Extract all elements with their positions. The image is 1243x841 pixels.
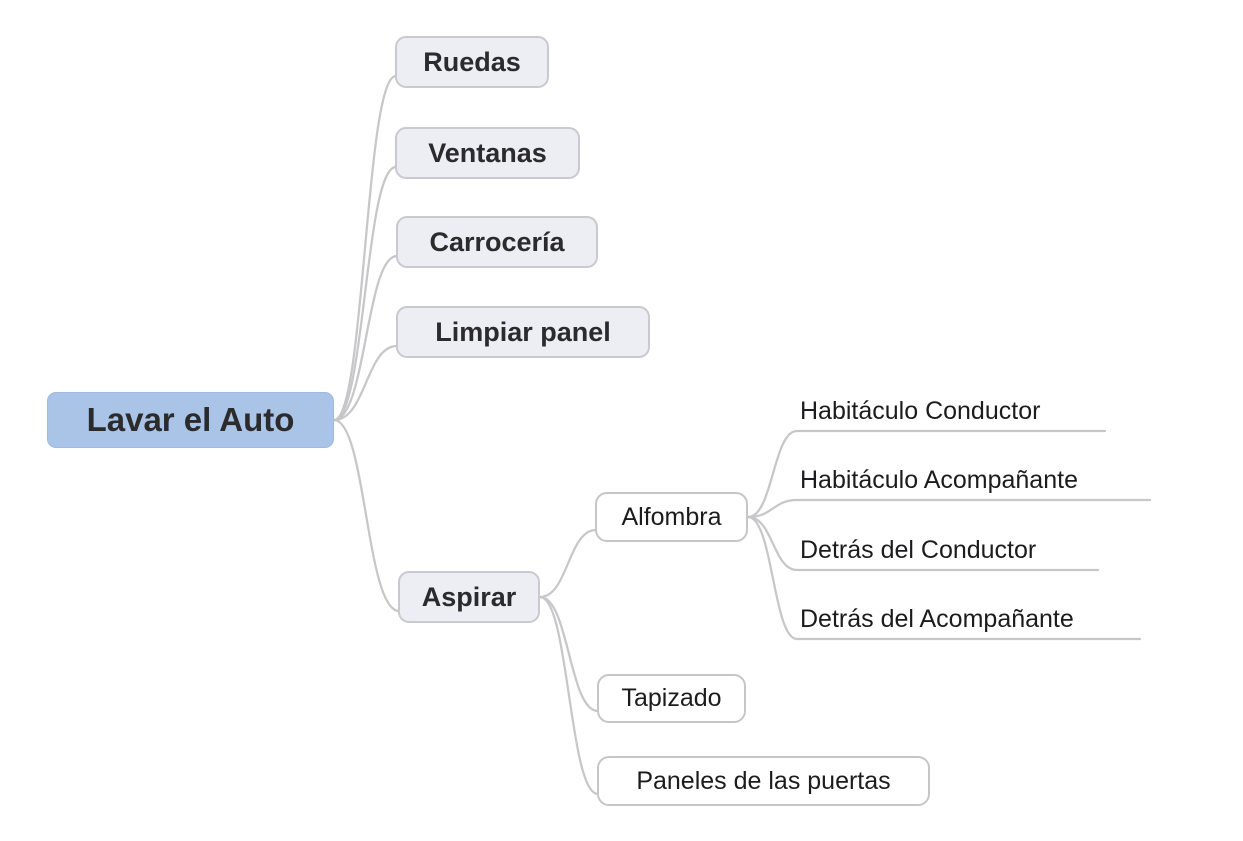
node-carroceria[interactable]: Carrocería: [396, 216, 598, 268]
connector-alfombra-detras-acompanante: [746, 515, 1142, 641]
node-detras-del-conductor[interactable]: Detrás del Conductor: [800, 535, 1036, 565]
connector-root-ventanas: [332, 165, 398, 422]
connector-alfombra-habitaculo-acompanante: [746, 498, 1152, 519]
node-tapizado[interactable]: Tapizado: [597, 674, 746, 723]
node-label: Lavar el Auto: [86, 401, 295, 438]
node-label: Ruedas: [423, 46, 521, 77]
connector-aspirar-paneles: [538, 595, 600, 796]
node-label: Limpiar panel: [435, 316, 611, 347]
node-habitaculo-acompanante[interactable]: Habitáculo Acompañante: [800, 465, 1078, 495]
node-label: Detrás del Acompañante: [800, 604, 1074, 633]
node-label: Paneles de las puertas: [636, 766, 891, 795]
node-aspirar[interactable]: Aspirar: [398, 571, 540, 623]
node-label: Habitáculo Conductor: [800, 396, 1041, 425]
node-alfombra[interactable]: Alfombra: [595, 492, 748, 542]
connector-aspirar-alfombra: [538, 528, 598, 599]
connector-root-ruedas: [332, 74, 398, 422]
node-lavar-el-auto[interactable]: Lavar el Auto: [47, 392, 334, 448]
node-habitaculo-conductor[interactable]: Habitáculo Conductor: [800, 396, 1040, 426]
node-detras-del-acompanante[interactable]: Detrás del Acompañante: [800, 604, 1074, 634]
connector-aspirar-tapizado: [538, 595, 600, 713]
node-label: Ventanas: [428, 137, 547, 168]
connector-alfombra-habitaculo-conductor: [746, 429, 1107, 519]
node-label: Tapizado: [621, 684, 722, 712]
node-limpiar-panel[interactable]: Limpiar panel: [396, 306, 650, 358]
node-label: Aspirar: [421, 581, 517, 612]
connector-root-aspirar: [332, 418, 401, 613]
node-ruedas[interactable]: Ruedas: [395, 36, 549, 88]
node-label: Carrocería: [429, 226, 565, 257]
node-paneles-de-las-puertas[interactable]: Paneles de las puertas: [597, 756, 930, 806]
node-label: Alfombra: [621, 502, 722, 531]
connector-root-carroceria: [332, 254, 399, 422]
connector-root-limpiar-panel: [332, 344, 399, 422]
connector-alfombra-detras-conductor: [746, 515, 1100, 572]
node-ventanas[interactable]: Ventanas: [395, 127, 580, 179]
node-label: Detrás del Conductor: [800, 535, 1037, 564]
node-label: Habitáculo Acompañante: [800, 465, 1078, 494]
